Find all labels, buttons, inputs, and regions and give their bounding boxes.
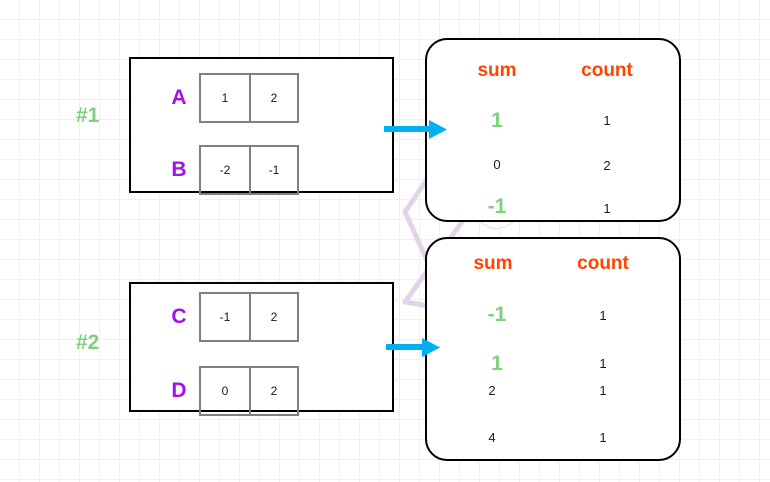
cell-a-0: 1 bbox=[221, 91, 229, 105]
panel2-row1-count: 1 bbox=[599, 308, 607, 323]
panel1-row2-count: 2 bbox=[603, 158, 611, 173]
row-cells-b: -2 -1 bbox=[199, 145, 299, 195]
cell-c-1: 2 bbox=[249, 294, 297, 340]
panel1-row3-count: 1 bbox=[603, 201, 611, 216]
row-cells-c: -1 2 bbox=[199, 292, 299, 342]
source-box-2: C -1 2 D 0 2 bbox=[129, 282, 394, 416]
cell-b-1: -1 bbox=[249, 147, 297, 193]
panel1-header-count: count bbox=[581, 60, 633, 81]
row-label-a: A bbox=[171, 86, 187, 109]
row-label-c: C bbox=[171, 305, 187, 328]
row-label-d: D bbox=[171, 379, 187, 402]
source-row-a: A 1 2 bbox=[159, 73, 299, 123]
panel2-row4-count: 1 bbox=[599, 430, 607, 445]
cell-d-0: 0 bbox=[221, 384, 229, 398]
panel2-row1-sum: -1 bbox=[487, 303, 507, 326]
group-label-1: #1 bbox=[76, 104, 100, 127]
source-row-c: C -1 2 bbox=[159, 292, 299, 342]
panel2-header-count: count bbox=[577, 253, 629, 274]
panel1-header-sum: sum bbox=[477, 60, 517, 81]
panel2-row2-count: 1 bbox=[599, 356, 607, 371]
panel2-row3-count: 1 bbox=[599, 383, 607, 398]
cell-d-1: 2 bbox=[249, 368, 297, 414]
row-cells-d: 0 2 bbox=[199, 366, 299, 416]
panel1-row1-sum: 1 bbox=[491, 109, 503, 132]
row-label-b: B bbox=[171, 158, 187, 181]
source-row-d: D 0 2 bbox=[159, 366, 299, 416]
cell-a-1: 2 bbox=[249, 75, 297, 121]
panel1-row3-sum: -1 bbox=[487, 195, 507, 218]
panel2-header-sum: sum bbox=[473, 253, 513, 274]
cell-b-0: -2 bbox=[219, 163, 231, 177]
group-label-2: #2 bbox=[76, 331, 100, 354]
source-row-b: B -2 -1 bbox=[159, 145, 299, 195]
panel1-row1-count: 1 bbox=[603, 113, 611, 128]
panel2-row3-sum: 2 bbox=[488, 383, 496, 398]
panel2-row2-sum: 1 bbox=[491, 352, 503, 375]
cell-c-0: -1 bbox=[219, 310, 231, 324]
row-cells-a: 1 2 bbox=[199, 73, 299, 123]
panel1-row2-sum: 0 bbox=[493, 157, 501, 172]
panel2-row4-sum: 4 bbox=[488, 430, 496, 445]
source-box-1: A 1 2 B -2 -1 bbox=[129, 57, 394, 195]
